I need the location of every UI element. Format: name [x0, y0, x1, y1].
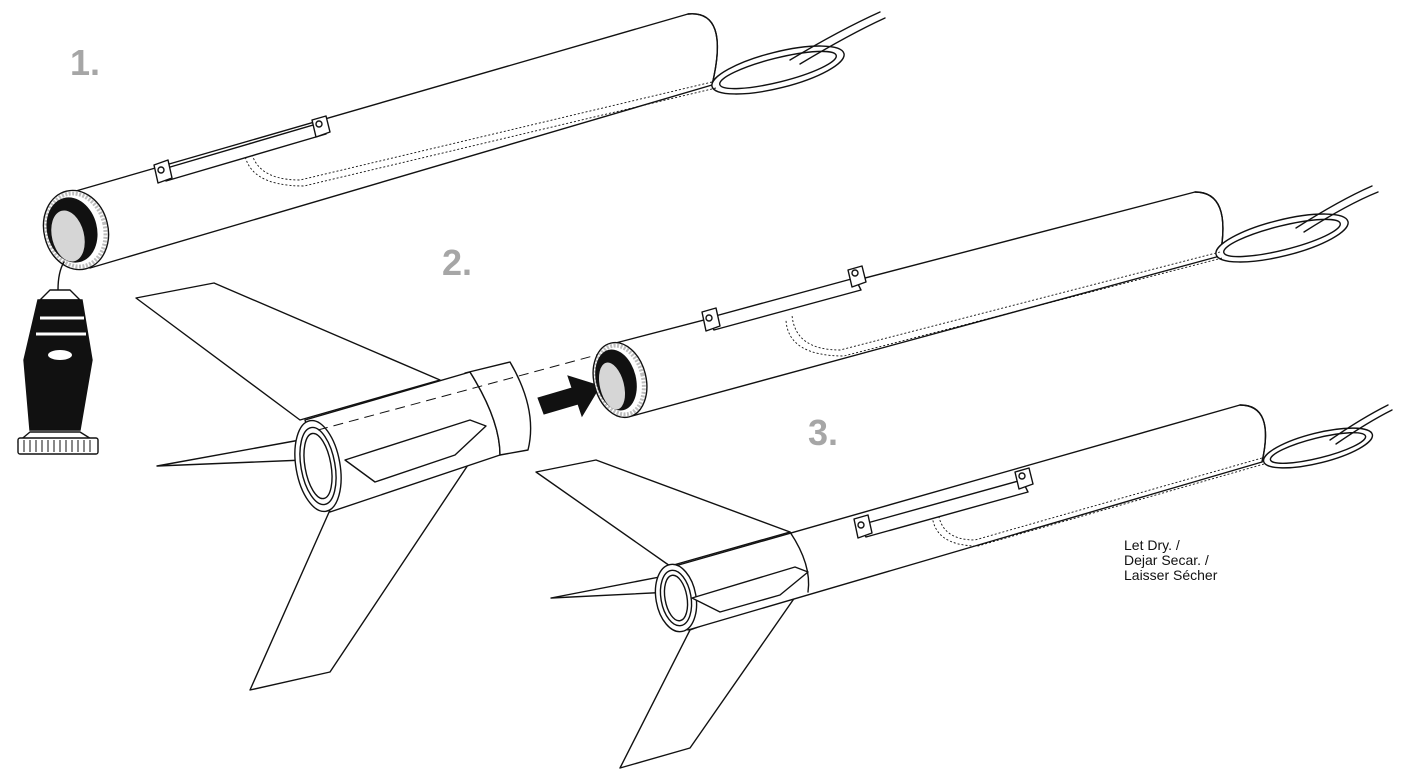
- step1-body-tube: [42, 11, 886, 271]
- alignment-line: [317, 271, 906, 431]
- note-line-english: Let Dry. /: [1124, 537, 1180, 553]
- step-number-2: 2.: [442, 242, 473, 283]
- note-line-french: Laisser Sécher: [1124, 567, 1218, 583]
- glue-tube-icon: [17, 261, 99, 455]
- step3-assembled-rocket: [535, 404, 1393, 769]
- insert-arrow-icon: [537, 375, 601, 418]
- step-number-3: 3.: [808, 412, 839, 453]
- step-number-1: 1.: [70, 42, 101, 83]
- let-dry-note: Let Dry. / Dejar Secar. / Laisser Sécher: [1124, 538, 1217, 583]
- step2-body-tube: [592, 185, 1379, 419]
- note-line-spanish: Dejar Secar. /: [1124, 552, 1209, 568]
- step2-fin-can: [135, 282, 532, 691]
